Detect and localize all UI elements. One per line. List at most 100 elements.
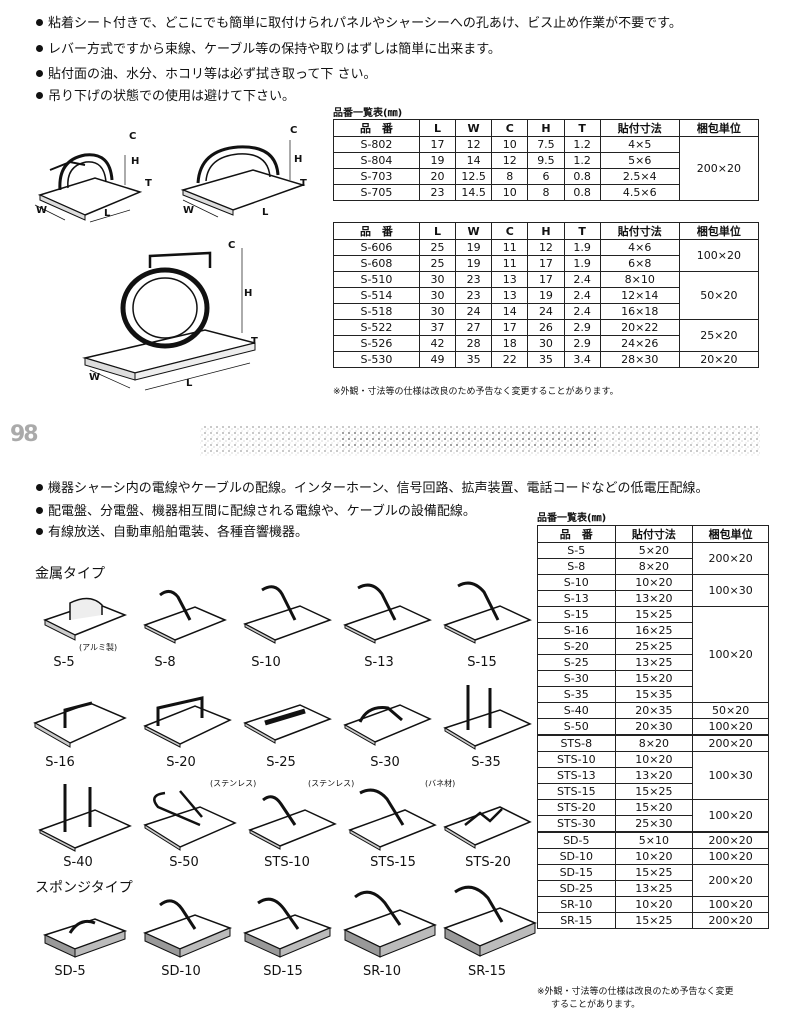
cell: 8×10 — [599, 271, 680, 288]
cell: 19 — [455, 239, 493, 256]
dim-label: W — [183, 205, 195, 216]
cell: 7.5 — [527, 136, 565, 153]
cell: 23 — [455, 271, 493, 288]
table-header-row: 品 番 L W C H T 貼付寸法 梱包単位 — [333, 222, 760, 240]
header-cell: H — [527, 119, 565, 137]
header-cell: C — [491, 222, 529, 240]
cell: 15×20 — [614, 799, 694, 816]
cell: 17 — [491, 319, 529, 336]
cell: 6 — [527, 168, 565, 185]
cell: 18 — [491, 335, 529, 352]
cell: STS-8 — [537, 734, 616, 752]
cell: 4.5×6 — [599, 184, 680, 201]
cell: 15×25 — [614, 783, 694, 800]
cell: 0.8 — [563, 184, 601, 201]
cell: 37 — [418, 319, 457, 336]
product-drawing-sd5 — [42, 918, 128, 958]
dim-label: H — [244, 288, 253, 299]
product-drawing-sr15 — [443, 885, 537, 957]
header-cell: 品 番 — [537, 525, 616, 543]
cell: 12.5 — [455, 168, 493, 185]
header-cell: 品 番 — [333, 119, 420, 137]
product-drawing-s5 — [43, 597, 128, 641]
cell: S-606 — [333, 239, 420, 256]
cell: 30 — [418, 287, 457, 304]
product-label: S-35 — [471, 755, 501, 770]
cell: S-705 — [333, 184, 420, 201]
cell: S-20 — [537, 638, 616, 655]
section-title-metal: 金属タイプ — [35, 566, 105, 582]
dim-label: T — [251, 336, 258, 347]
cell: S-25 — [537, 654, 616, 671]
pack-cell: 100×20 — [692, 848, 769, 865]
bullet-dot — [36, 70, 43, 77]
cell: 20×35 — [614, 702, 694, 719]
cell: S-522 — [333, 319, 420, 336]
product-drawing-s10 — [243, 585, 332, 644]
cell: 12×14 — [599, 287, 680, 304]
cell: 25×30 — [614, 815, 694, 833]
cell: 11 — [491, 239, 529, 256]
cell: 28×30 — [599, 351, 680, 368]
table-note: ※外観・寸法等の仕様は改良のため予告なく変更 — [537, 987, 734, 997]
bullet-text: 配電盤、分電盤、機器相互間に配線される電線や、ケーブルの設備配線。 — [48, 504, 476, 519]
cell: 3.4 — [563, 351, 601, 368]
cell: S-703 — [333, 168, 420, 185]
product-drawing-sd15 — [243, 897, 333, 958]
product-label: SR-10 — [363, 964, 401, 979]
cell: 28 — [455, 335, 493, 352]
cell: 10×20 — [614, 896, 694, 913]
cell: 10 — [491, 184, 529, 201]
cell: 19 — [418, 152, 457, 169]
cell: 2.5×4 — [599, 168, 680, 185]
table-note: することがあります。 — [551, 1000, 641, 1010]
material-note: (ステンレス) — [210, 779, 257, 788]
cell: 8×20 — [614, 558, 694, 575]
bullet-item: 配電盤、分電盤、機器相互間に配線される電線や、ケーブルの設備配線。 — [36, 500, 476, 519]
cell: 25×25 — [614, 638, 694, 655]
section-title-sponge: スポンジタイプ — [35, 880, 133, 896]
pack-cell: 100×20 — [692, 799, 769, 833]
table-caption: 品番一覧表(㎜) — [333, 108, 403, 119]
pack-cell: 100×30 — [692, 751, 769, 800]
cell: 13×25 — [614, 654, 694, 671]
cell: S-608 — [333, 255, 420, 272]
cell: 2.4 — [563, 303, 601, 320]
pack-cell: 100×20 — [678, 239, 760, 272]
table-caption: 品番一覧表(㎜) — [537, 513, 607, 524]
cell: 10×20 — [614, 751, 694, 768]
product-drawing-s50 — [143, 790, 237, 851]
cell: 1.2 — [563, 136, 601, 153]
clip-drawing-large — [82, 248, 256, 391]
dim-label: L — [104, 208, 111, 219]
product-drawing-sts15 — [348, 788, 437, 851]
dim-label: W — [89, 372, 101, 383]
bullet-dot — [36, 45, 43, 52]
cell: 24 — [455, 303, 493, 320]
cell: 19 — [527, 287, 565, 304]
cell: 17 — [418, 136, 457, 153]
cell: S-40 — [537, 702, 616, 719]
pack-cell: 100×20 — [692, 718, 769, 736]
header-cell: 梱包単位 — [678, 222, 760, 240]
cell: 4×5 — [599, 136, 680, 153]
cell: SD-15 — [537, 864, 616, 881]
product-drawing-s30 — [343, 704, 432, 746]
cell: SD-10 — [537, 848, 616, 865]
cell: 35 — [527, 351, 565, 368]
cell: 2.9 — [563, 319, 601, 336]
cell: S-8 — [537, 558, 616, 575]
cell: 24×26 — [599, 335, 680, 352]
bullet-item: 貼付面の油、水分、ホコリ等は必ず拭き取って下 さい。 — [36, 63, 376, 82]
product-label: SR-15 — [468, 964, 506, 979]
cell: 5×10 — [614, 831, 694, 849]
cell: STS-10 — [537, 751, 616, 768]
